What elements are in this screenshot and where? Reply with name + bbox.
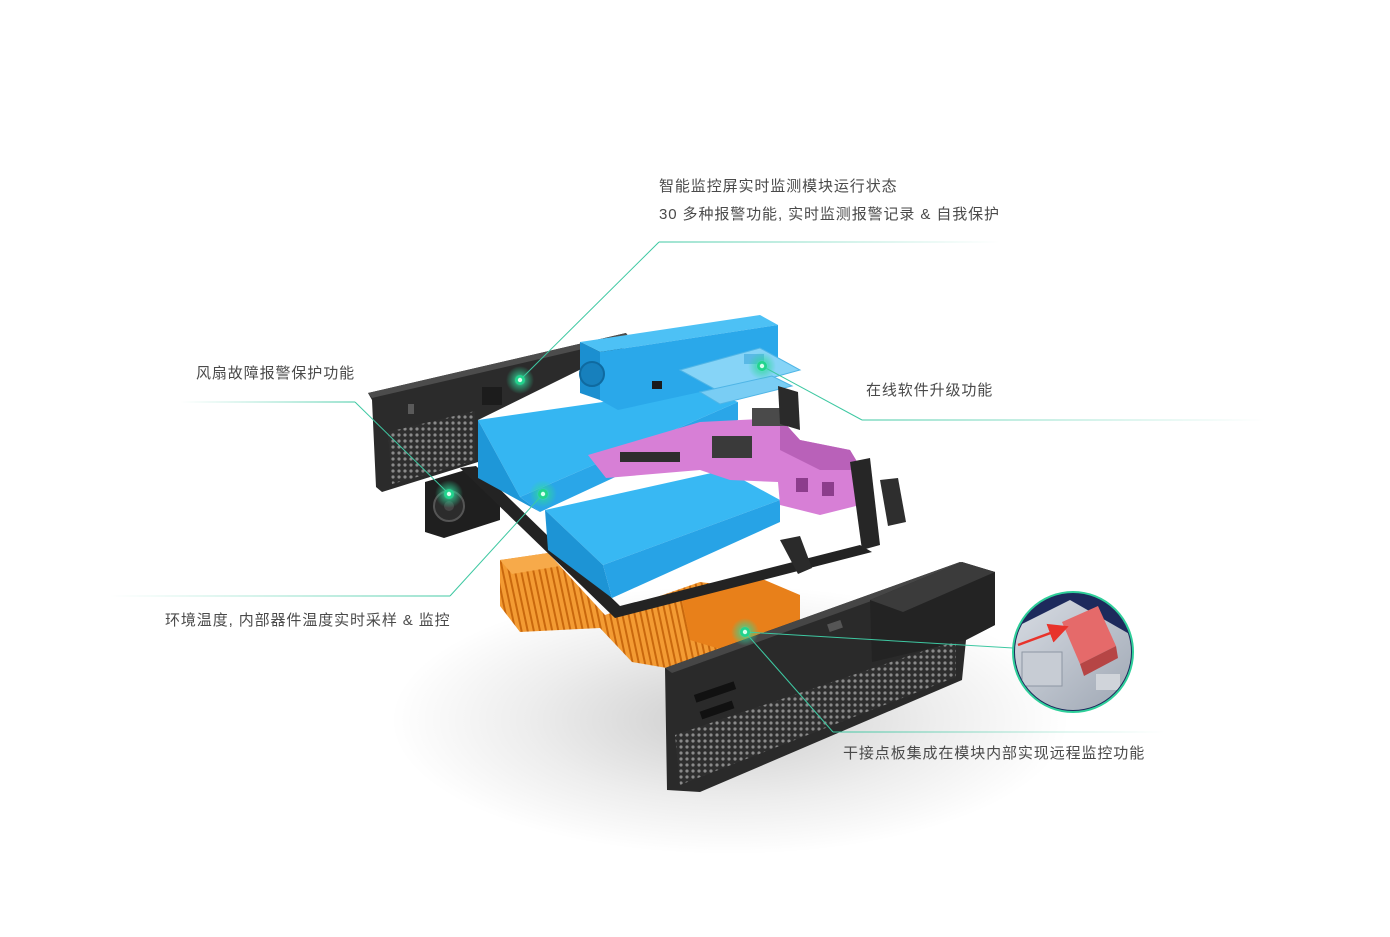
front-panel-slot bbox=[699, 700, 735, 720]
blue-lower-left bbox=[545, 510, 612, 598]
blue-top-top bbox=[580, 315, 778, 352]
callout-line-monitor bbox=[519, 241, 660, 381]
magnifier-chip bbox=[1062, 606, 1116, 664]
magnifier-component bbox=[1096, 674, 1120, 690]
magnifier-component bbox=[1021, 651, 1063, 687]
hotspots bbox=[435, 352, 776, 646]
rear-panel-mesh bbox=[388, 411, 475, 484]
side-strip bbox=[778, 386, 800, 430]
callout-line-dry-contact bbox=[744, 631, 834, 733]
callout-software-upgrade: 在线软件升级功能 bbox=[866, 382, 994, 399]
heatsink-top bbox=[500, 553, 560, 574]
hotspot-fan bbox=[435, 480, 463, 508]
bracket-part bbox=[620, 452, 680, 462]
front-panel-box-top bbox=[870, 562, 995, 612]
hotspot-temperature bbox=[529, 480, 557, 508]
magnifier-arrow-icon bbox=[1017, 623, 1069, 647]
rear-panel-slot bbox=[408, 404, 414, 414]
front-panel-port bbox=[827, 619, 843, 633]
copper-busbar-bracket bbox=[588, 418, 862, 515]
front-panel-box bbox=[870, 562, 995, 662]
rear-panel bbox=[368, 333, 630, 492]
blue-middle-left bbox=[478, 420, 540, 512]
callout-line-temperature bbox=[449, 493, 544, 597]
hotspot-monitor bbox=[506, 366, 534, 394]
side-brackets bbox=[778, 386, 906, 550]
callout-lines bbox=[110, 241, 1265, 733]
callout-monitor-line1: 智能监控屏实时监测模块运行状态 bbox=[659, 178, 898, 195]
hotspot-dry-contact bbox=[731, 618, 759, 646]
tray-frame bbox=[460, 466, 872, 618]
rear-panel-slot bbox=[482, 387, 502, 405]
pcb-plate-lower bbox=[698, 375, 794, 405]
callout-line-fan bbox=[354, 401, 450, 495]
bracket-shade bbox=[780, 418, 862, 470]
callout-dry-contact: 干接点板集成在模块内部实现远程监控功能 bbox=[843, 745, 1146, 762]
callout-monitor-line2: 30 多种报警功能, 实时监测报警记录 & 自我保护 bbox=[659, 206, 1000, 223]
bracket-part bbox=[712, 436, 752, 458]
tray-leg bbox=[780, 536, 812, 574]
magnifier-ring bbox=[1012, 591, 1134, 713]
rectifier-port bbox=[652, 381, 662, 389]
callout-line-software bbox=[761, 365, 863, 421]
callout-line-magnifier bbox=[744, 631, 1014, 649]
bracket-terminal bbox=[796, 478, 808, 492]
dry-contact-magnifier bbox=[1012, 591, 1134, 713]
blue-lower-top bbox=[545, 470, 780, 565]
callout-temperature: 环境温度, 内部器件温度实时采样 & 监控 bbox=[165, 612, 451, 629]
rear-panel-top-edge bbox=[368, 333, 630, 398]
blue-middle-top bbox=[478, 388, 738, 497]
front-panel-slot bbox=[693, 681, 737, 703]
side-strip bbox=[880, 478, 906, 526]
blue-module-lower bbox=[545, 470, 780, 598]
callout-fan-alarm: 风扇故障报警保护功能 bbox=[196, 365, 356, 382]
rectifier-fan-icon bbox=[579, 361, 605, 387]
blue-lower-front bbox=[603, 500, 780, 598]
pcb-component bbox=[752, 408, 786, 426]
magnifier-chip-shade bbox=[1080, 646, 1118, 676]
hotspot-software bbox=[748, 352, 776, 380]
side-strip bbox=[850, 458, 880, 550]
bracket-terminal bbox=[822, 482, 834, 496]
